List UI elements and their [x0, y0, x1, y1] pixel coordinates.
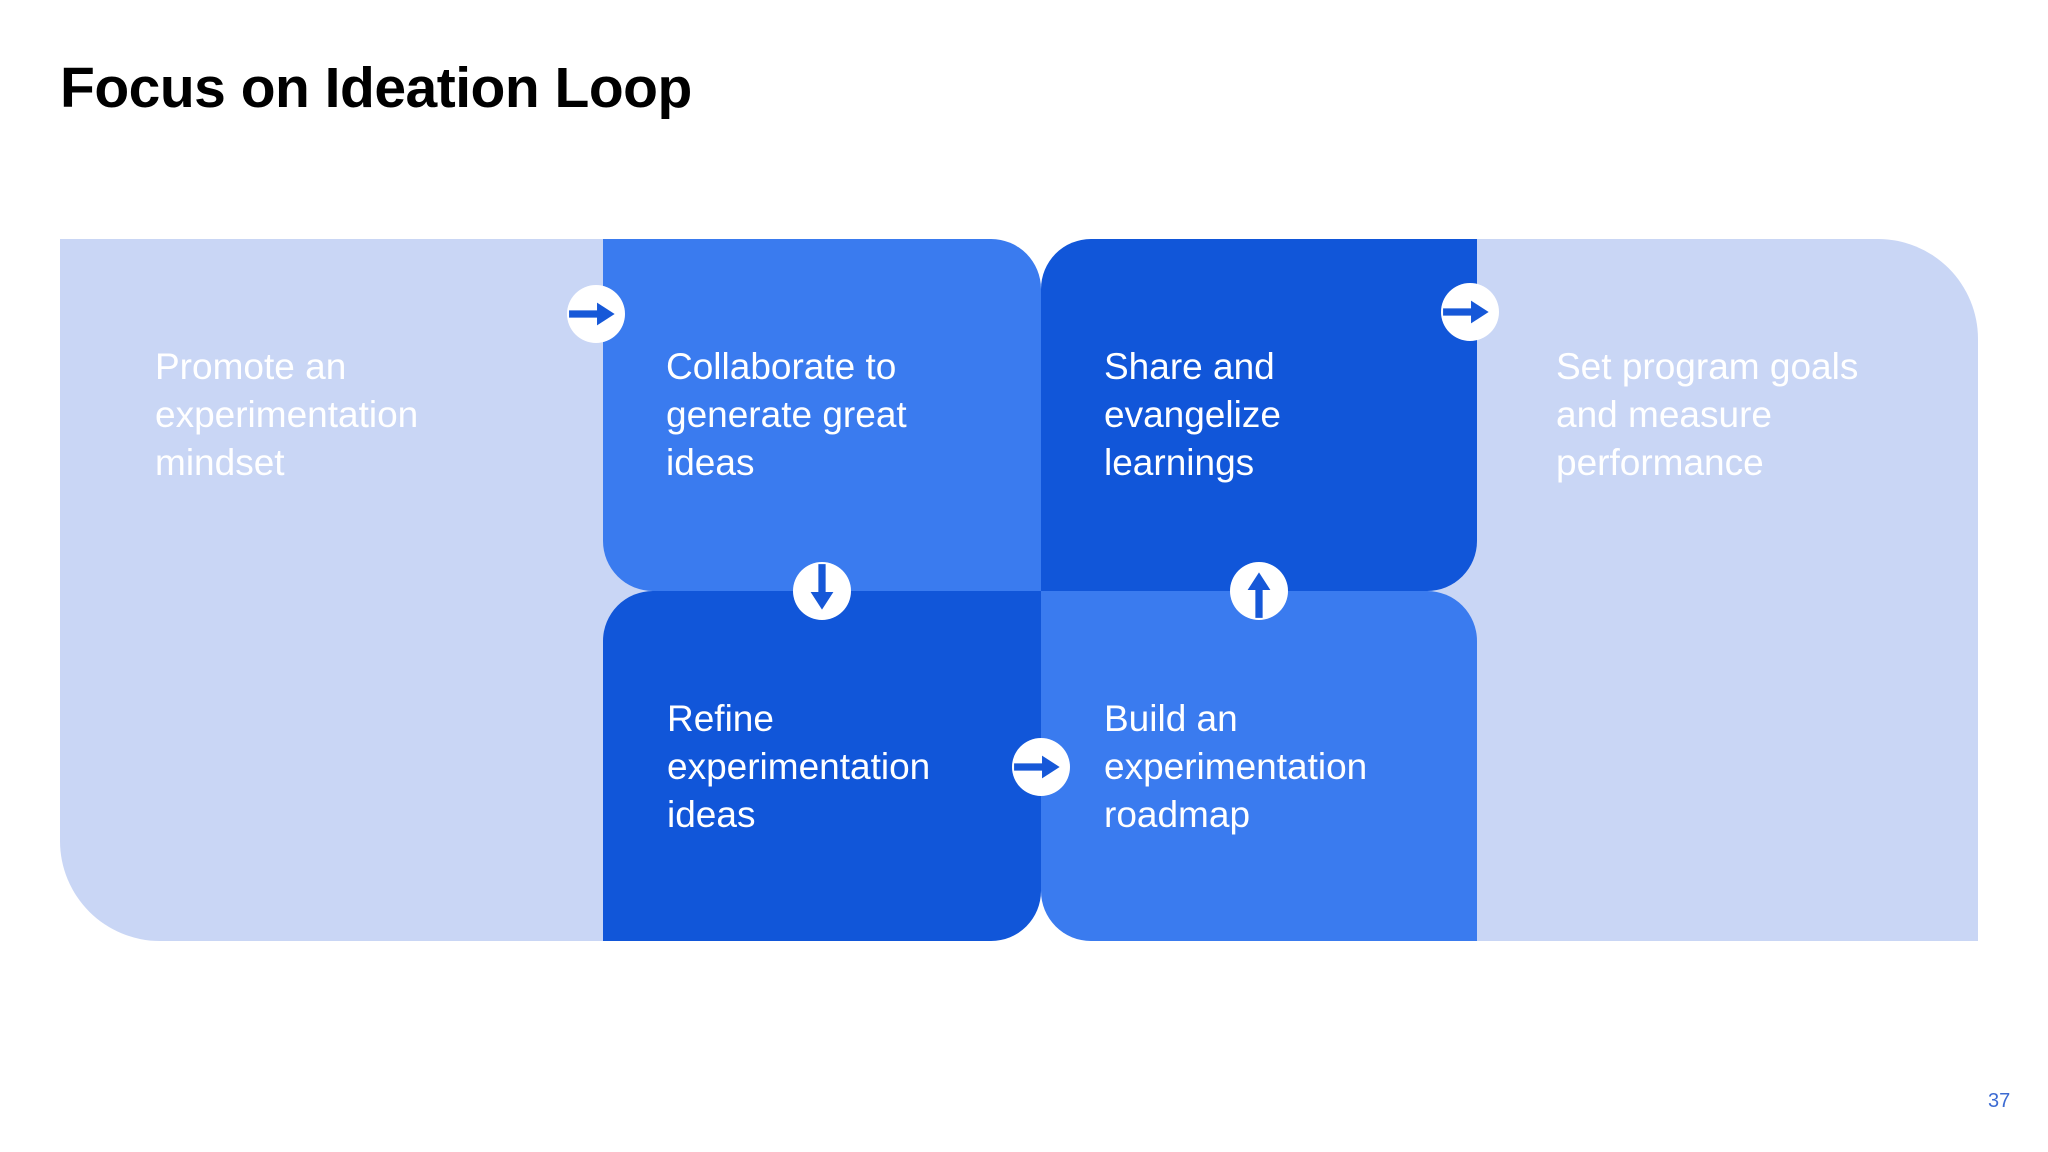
- arrow-up-icon: [1247, 572, 1271, 618]
- step-tile-collaborate-ideas: [603, 239, 1041, 591]
- step-tile-refine-ideas: [603, 591, 1041, 941]
- step-tile-share-learnings: [1041, 239, 1477, 591]
- step-label-promote-mindset: Promote an experimentation mindset: [155, 346, 419, 483]
- step-label-collaborate-ideas: Collaborate to generate great ideas: [666, 346, 907, 483]
- step-label-refine-ideas: Refine experimentation ideas: [667, 698, 931, 835]
- arrow-right-icon: [1014, 755, 1060, 779]
- connector-share-to-setgoals: [1441, 283, 1499, 341]
- step-label-share-learnings: Share and evangelize learnings: [1104, 346, 1281, 483]
- arrow-down-icon: [810, 564, 834, 610]
- step-label-set-program-goals: Set program goals and measure performanc…: [1556, 346, 1859, 483]
- arrow-right-icon: [569, 302, 615, 326]
- connector-build-to-share: [1230, 562, 1288, 620]
- page-title: Focus on Ideation Loop: [60, 56, 692, 120]
- arrow-right-icon: [1443, 300, 1489, 324]
- step-tile-build-roadmap: [1041, 591, 1477, 941]
- step-label-build-roadmap: Build an experimentation roadmap: [1104, 698, 1368, 835]
- connector-collaborate-to-refine: [793, 562, 851, 620]
- connector-promote-to-collaborate: [567, 285, 625, 343]
- connector-refine-to-build: [1012, 738, 1070, 796]
- page-number: 37: [1988, 1090, 2011, 1112]
